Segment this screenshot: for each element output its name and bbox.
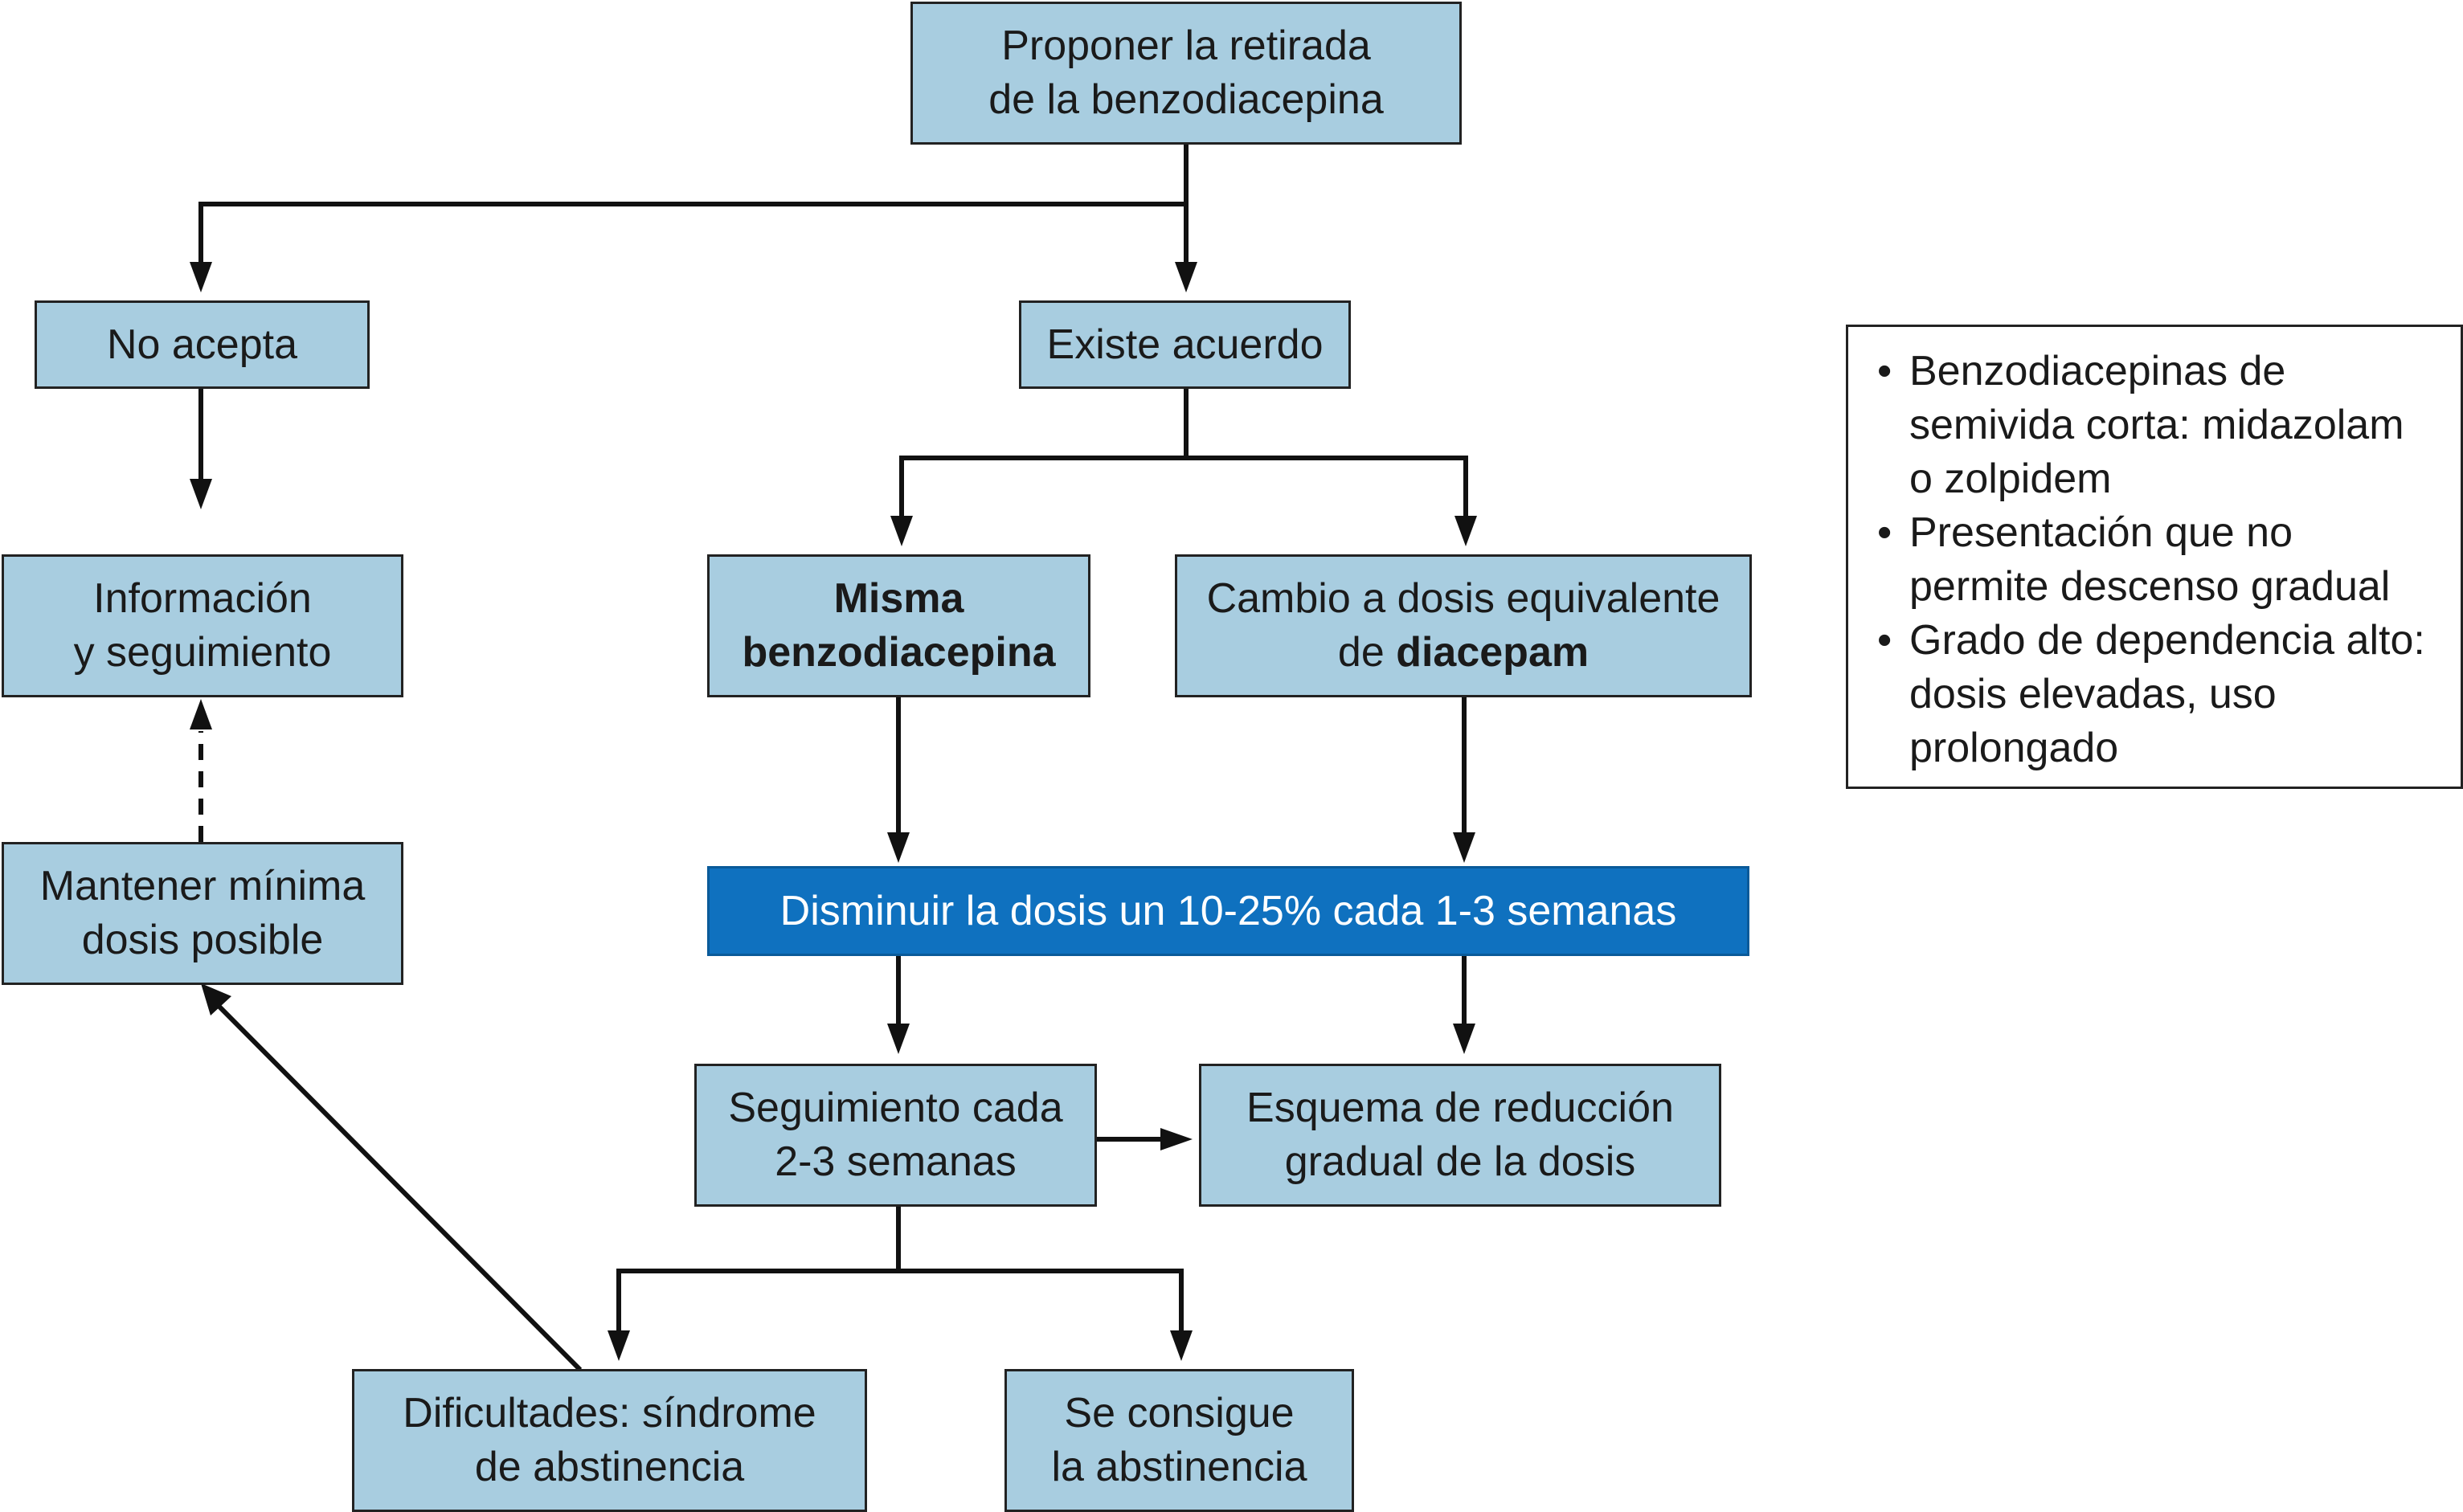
node-existe-acuerdo: Existe acuerdo <box>1019 300 1351 389</box>
node-proponer-retirada: Proponer la retirada de la benzodiacepin… <box>910 2 1462 145</box>
node-text: de abstinencia <box>474 1444 745 1490</box>
node-text-prefix: de <box>1337 629 1397 676</box>
node-text: Mantener mínima <box>39 863 366 909</box>
node-misma-benzodiacepina: Misma benzodiacepina <box>707 554 1090 697</box>
node-disminuir-dosis: Disminuir la dosis un 10-25% cada 1-3 se… <box>707 866 1749 956</box>
node-text: Misma <box>833 575 964 622</box>
note-text: Grado de dependencia alto: <box>1909 617 2425 664</box>
node-text: Información <box>93 575 312 622</box>
node-text: la abstinencia <box>1051 1444 1307 1490</box>
connector-proponer-split <box>198 143 1189 265</box>
node-text: de la benzodiacepina <box>988 76 1384 123</box>
node-informacion-seguimiento: Información y seguimiento <box>2 554 403 697</box>
note-text: semivida corta: midazolam <box>1909 402 2404 448</box>
node-text: dosis posible <box>81 917 324 963</box>
arrowhead <box>1175 262 1197 292</box>
node-dificultades-abstinencia: Dificultades: síndrome de abstinencia <box>352 1369 867 1512</box>
node-esquema-reduccion: Esquema de reducción gradual de la dosis <box>1199 1064 1721 1207</box>
node-text: Existe acuerdo <box>1046 321 1324 368</box>
arrowhead <box>1160 1128 1193 1150</box>
connector-acuerdo-cambio <box>1186 456 1468 519</box>
arrowhead <box>190 699 212 729</box>
connector-dificultades-mantener <box>215 1002 583 1372</box>
note-text: Presentación que no <box>1909 509 2293 556</box>
node-seguimiento-semanas: Seguimiento cada 2-3 semanas <box>694 1064 1097 1207</box>
arrowhead <box>1454 516 1477 546</box>
node-text: Disminuir la dosis un 10-25% cada 1-3 se… <box>779 887 1677 934</box>
node-text: Cambio a dosis equivalente <box>1206 575 1720 622</box>
notes-list: Benzodiacepinas de semivida corta: midaz… <box>1877 345 2445 775</box>
node-text: No acepta <box>106 321 298 368</box>
note-text: dosis elevadas, uso <box>1909 671 2277 717</box>
note-item: Presentación que no permite descenso gra… <box>1877 506 2445 614</box>
connector-seguimiento-split <box>616 1205 901 1334</box>
node-text: gradual de la dosis <box>1284 1138 1636 1185</box>
note-text: permite descenso gradual <box>1909 563 2391 610</box>
arrowhead <box>190 479 212 509</box>
node-text: Se consigue <box>1064 1390 1295 1436</box>
node-text: Proponer la retirada <box>1001 22 1371 69</box>
arrowhead <box>608 1330 630 1361</box>
node-text: 2-3 semanas <box>775 1138 1017 1185</box>
node-text: benzodiacepina <box>742 629 1056 676</box>
connector-acuerdo-split <box>899 389 1189 519</box>
node-text: y seguimiento <box>73 629 332 676</box>
note-text: o zolpidem <box>1909 456 2112 502</box>
arrowhead <box>887 832 910 863</box>
node-text: Seguimiento cada <box>728 1085 1063 1131</box>
node-cambio-diacepam: Cambio a dosis equivalente de diacepam <box>1175 554 1752 697</box>
note-item: Grado de dependencia alto: dosis elevada… <box>1877 614 2445 775</box>
arrowhead <box>1453 1024 1475 1054</box>
arrowhead <box>1453 832 1475 863</box>
note-text: Benzodiacepinas de <box>1909 348 2286 394</box>
node-text: Dificultades: síndrome <box>403 1390 816 1436</box>
node-no-acepta: No acepta <box>35 300 370 389</box>
arrowhead <box>190 262 212 292</box>
node-mantener-minima-dosis: Mantener mínima dosis posible <box>2 842 403 985</box>
arrowhead <box>887 1024 910 1054</box>
node-text-bold: diacepam <box>1396 629 1589 676</box>
node-text: Esquema de reducción <box>1246 1085 1674 1131</box>
node-text-line2: de diacepam <box>1338 626 1589 680</box>
notes-box: Benzodiacepinas de semivida corta: midaz… <box>1846 325 2463 789</box>
arrowhead <box>890 516 913 546</box>
node-se-consigue-abstinencia: Se consigue la abstinencia <box>1004 1369 1354 1512</box>
arrowhead <box>201 983 231 1015</box>
arrowhead <box>1170 1330 1193 1361</box>
connector-seguimiento-consigue <box>898 1269 1184 1334</box>
note-text: prolongado <box>1909 725 2119 771</box>
note-item: Benzodiacepinas de semivida corta: midaz… <box>1877 345 2445 506</box>
